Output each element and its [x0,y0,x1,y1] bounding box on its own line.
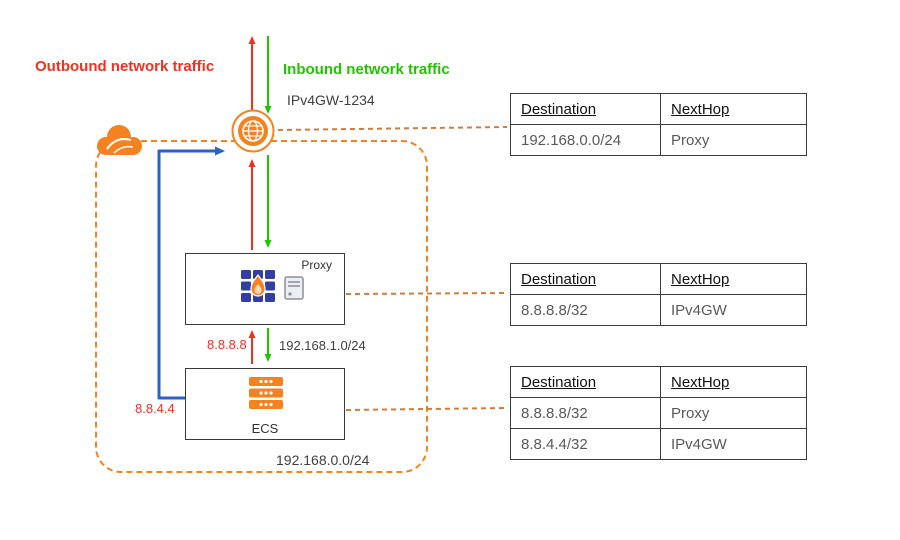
ecs-to-gateway-arrow [157,146,225,400]
inbound-traffic-label: Inbound network traffic [283,61,450,78]
route-nexthop-cell: Proxy [660,124,807,156]
column-header-destination: Destination [510,263,661,295]
connector-proxy-table [345,292,508,295]
route-destination-cell: 8.8.8.8/32 [510,294,661,326]
ecs-icon [248,377,284,411]
vpc-cidr-label: 192.168.0.0/24 [276,452,370,468]
column-header-nexthop: NextHop [660,93,807,125]
ecs-node-label: ECS [251,421,279,436]
column-header-nexthop: NextHop [660,263,807,295]
route-destination-cell: 192.168.0.0/24 [510,124,661,156]
server-icon [284,276,304,300]
column-header-destination: Destination [510,93,661,125]
ecs-node: ECS [185,368,345,440]
table-row: 8.8.4.4/32 IPv4GW [510,428,807,460]
proxy-node: Proxy [185,253,345,325]
ip-8888-label: 8.8.8.8 [207,337,247,352]
route-destination-cell: 8.8.8.8/32 [510,397,661,429]
subnet-cidr-label: 192.168.1.0/24 [279,338,366,353]
firewall-icon [241,270,279,304]
internet-gateway-icon [231,109,275,153]
column-header-destination: Destination [510,366,661,398]
outbound-traffic-label: Outbound network traffic [35,58,215,75]
connector-gateway-table [277,126,508,131]
route-destination-cell: 8.8.4.4/32 [510,428,661,460]
table-row: 192.168.0.0/24 Proxy [510,124,807,156]
cloud-icon [92,123,146,157]
route-nexthop-cell: Proxy [660,397,807,429]
ip-8844-label: 8.8.4.4 [135,401,175,416]
table-row: 8.8.8.8/32 Proxy [510,397,807,429]
table-row: 8.8.8.8/32 IPv4GW [510,294,807,326]
gateway-label: IPv4GW-1234 [287,92,375,108]
connector-ecs-table [345,407,508,411]
route-nexthop-cell: IPv4GW [660,428,807,460]
route-table-proxy: Destination NextHop 8.8.8.8/32 IPv4GW [510,263,807,326]
route-table-ecs: Destination NextHop 8.8.8.8/32 Proxy 8.8… [510,366,807,460]
column-header-nexthop: NextHop [660,366,807,398]
proxy-node-label: Proxy [301,258,332,272]
route-nexthop-cell: IPv4GW [660,294,807,326]
route-table-ipv4gw: Destination NextHop 192.168.0.0/24 Proxy [510,93,807,156]
